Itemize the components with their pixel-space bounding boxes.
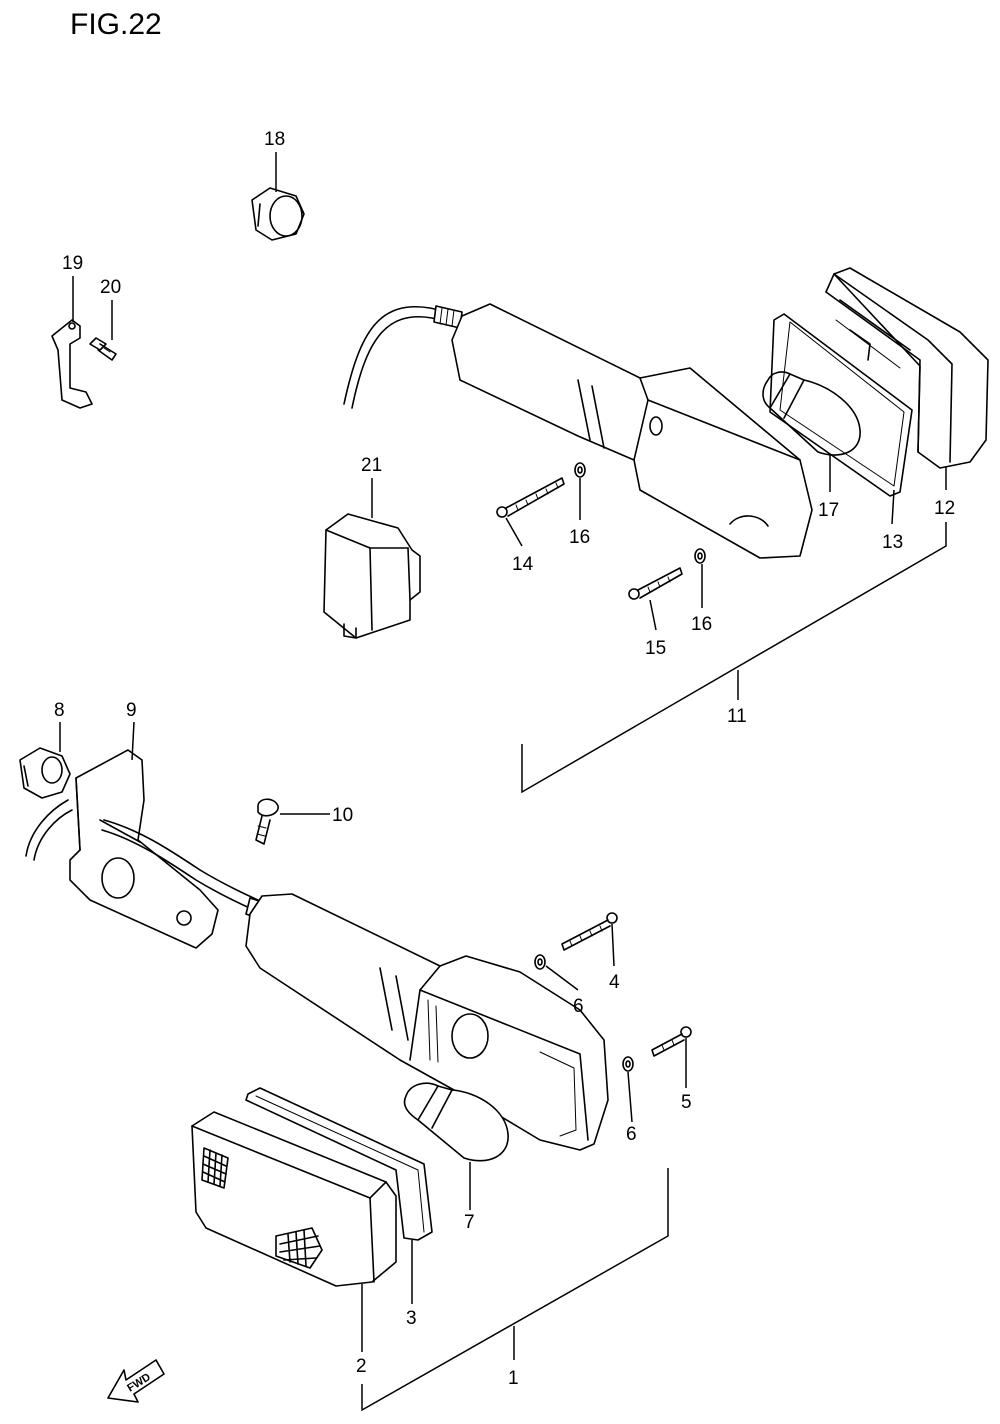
part-5-screw: [651, 1026, 692, 1057]
part-15-screw: [628, 567, 683, 600]
callout-2: 2: [356, 1356, 367, 1377]
part-13-gasket-upper: [769, 313, 913, 497]
part-6-washer-b: [622, 1056, 634, 1072]
callout-5: 5: [681, 1092, 692, 1113]
callout-labels: 18 19 20 21 14 16 15 16 17 13 12 11 8 9 …: [54, 129, 955, 1389]
lens-texture-a: [201, 1147, 229, 1189]
part-18-grommet: [251, 187, 305, 241]
callout-8: 8: [54, 700, 65, 721]
part-11-turn-signal-rear: [343, 303, 813, 559]
part-21-relay: [323, 513, 421, 639]
part-2-lens-lower: [191, 1111, 397, 1287]
part-16-washer-b: [694, 548, 706, 564]
callout-3: 3: [406, 1308, 417, 1329]
callout-1: 1: [508, 1368, 519, 1389]
part-20-screw: [89, 337, 117, 361]
callout-21: 21: [361, 455, 382, 476]
part-14-screw: [496, 477, 565, 518]
leader-lines: [59, 152, 947, 1412]
part-10-screw: [255, 798, 279, 845]
callout-11: 11: [727, 706, 747, 727]
callout-19: 19: [62, 253, 83, 274]
callout-4: 4: [609, 972, 620, 993]
fwd-direction-arrow: FWD: [107, 1359, 165, 1403]
callout-13: 13: [882, 532, 903, 553]
callout-20: 20: [100, 277, 121, 298]
part-3-gasket-lower: [245, 1087, 433, 1241]
part-9-bracket: [25, 749, 219, 949]
callout-10: 10: [332, 805, 353, 826]
callout-7: 7: [464, 1212, 475, 1233]
callout-6-lower-b: 6: [626, 1124, 637, 1145]
callout-16-upper-b: 16: [691, 614, 712, 635]
part-7-bulb-lower: [403, 1082, 509, 1162]
callout-6-lower-a: 6: [573, 996, 584, 1017]
part-19-bracket: [51, 319, 93, 409]
figure-title: FIG.22: [70, 8, 162, 41]
part-16-washer-a: [574, 462, 586, 478]
callout-14: 14: [512, 554, 534, 575]
callout-12: 12: [934, 498, 955, 519]
callout-16-upper-a: 16: [569, 527, 590, 548]
callout-15: 15: [645, 638, 666, 659]
lens-texture-b: [275, 1227, 323, 1269]
part-1-turn-signal-front: [101, 819, 609, 1151]
part-8-nut: [19, 747, 71, 799]
part-6-washer-a: [534, 954, 546, 970]
part-17-bulb-upper: [762, 371, 861, 456]
part-12-lens-upper: [825, 267, 989, 469]
callout-18: 18: [264, 129, 285, 150]
part-4-screw: [561, 912, 618, 951]
callout-17: 17: [818, 500, 839, 521]
callout-9: 9: [126, 700, 137, 721]
